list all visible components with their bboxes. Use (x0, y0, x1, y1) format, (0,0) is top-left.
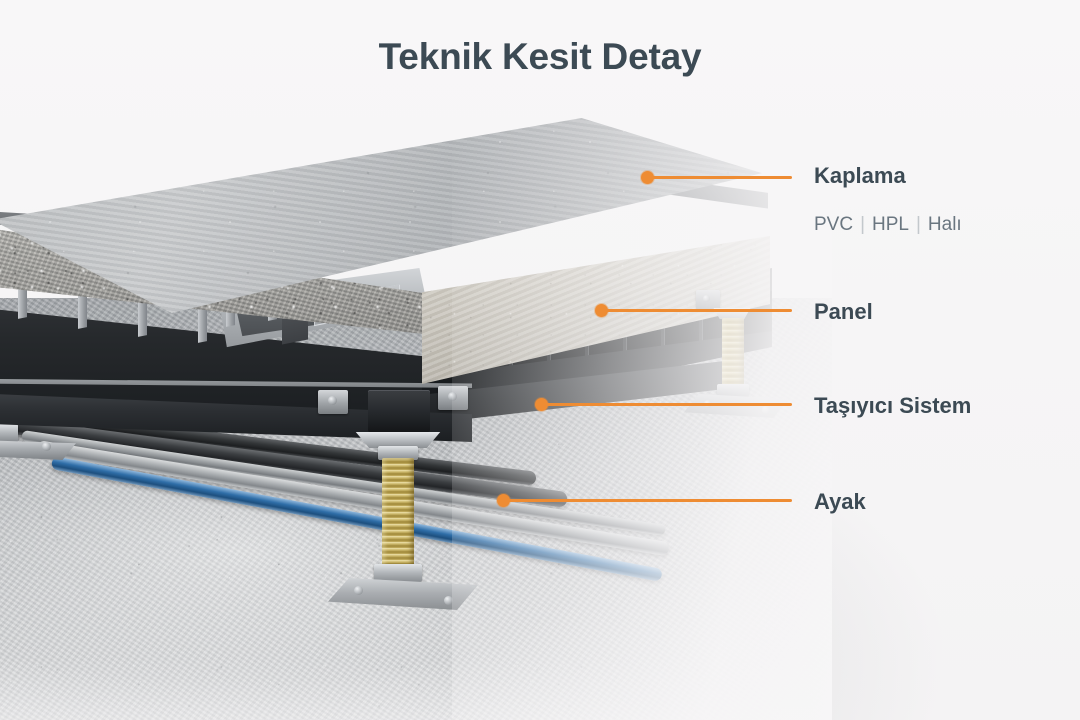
leader-line-tasiyici-sistem (541, 403, 792, 406)
floor-slab-assembly (0, 118, 832, 610)
callout-label-kaplama: Kaplama (814, 163, 906, 188)
pedestal-left-collar (0, 424, 18, 442)
leader-dot-ayak (497, 494, 510, 507)
raised-floor-cutaway-illustration (0, 118, 832, 720)
pedestal-center-lock-nut (374, 564, 422, 582)
covering-option-pvc: PVC (814, 214, 854, 235)
leader-dot-tasiyici-sistem (535, 398, 548, 411)
callout-label-panel: Panel (814, 299, 873, 324)
pedestal-left-anchor-bolt (42, 442, 51, 451)
callout-label-ayak: Ayak (814, 489, 866, 514)
clamp-bolt (448, 392, 457, 401)
pedestal-center-anchor-bolt (354, 586, 363, 595)
pedestal-center-anchor-bolt (444, 596, 453, 605)
leader-line-kaplama (647, 176, 792, 179)
pedestal-center-saddle (355, 432, 441, 448)
covering-option-hpl: HPL (872, 214, 909, 235)
separator-icon: | (915, 214, 921, 235)
pedestal-center-threaded-rod (382, 458, 414, 568)
leader-dot-panel (595, 304, 608, 317)
clamp-bolt (703, 295, 710, 302)
pedestal-right-lock-nut (717, 384, 749, 397)
pedestal-right-threaded-rod (722, 318, 744, 388)
pedestal-center-collar (378, 446, 418, 460)
leader-dot-kaplama (641, 171, 654, 184)
separator-icon: | (860, 214, 866, 235)
pedestal-right-anchor-bolt (762, 406, 770, 414)
leader-line-panel (601, 309, 792, 312)
pedestal-right-base-plate (684, 394, 788, 418)
leader-line-ayak (503, 499, 792, 502)
callout-label-tasiyici-sistem: Taşıyıcı Sistem (814, 393, 972, 418)
covering-option-hali: Halı (927, 214, 962, 235)
carrier-rail-highlight (0, 378, 472, 388)
pedestal-left-base-plate (0, 440, 76, 460)
clamp-bolt (328, 396, 337, 405)
pedestal-center-head-block (368, 390, 430, 432)
callout-sublabel-kaplama: PVC | HPL | Halı (814, 214, 962, 236)
page-title: Teknik Kesit Detay (378, 36, 702, 77)
